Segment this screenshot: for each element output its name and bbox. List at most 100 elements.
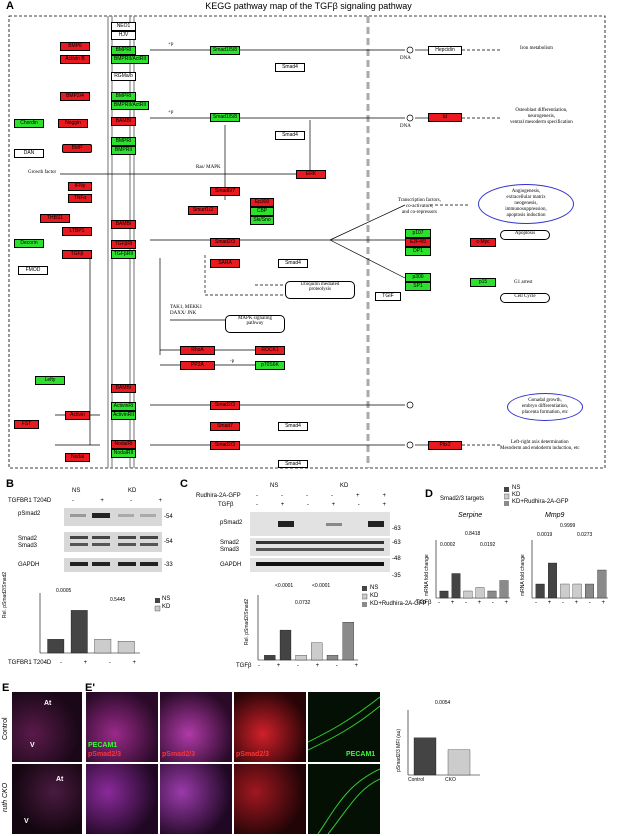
b-group-kd: KD — [128, 488, 137, 494]
d-xsign: + — [477, 600, 482, 606]
node-pitx2: Pitx2 — [428, 441, 462, 450]
c-pvalue: <0.0001 — [275, 583, 294, 589]
node-bmprii-1: BMPRII/ActRII — [111, 55, 149, 64]
node-cmyc: c-Myc — [470, 238, 496, 247]
c-tsign: + — [280, 502, 285, 508]
c-mw: -63 — [392, 540, 401, 546]
node-smad4-2: Smad4 — [275, 131, 305, 140]
node-rock1: ROCK1 — [255, 346, 285, 355]
b-row-smad23: Smad2 Smad3 — [18, 536, 38, 549]
node-nodalri: NodalRI — [111, 440, 136, 449]
node-smad158-1: Smad1/5/8 — [210, 46, 240, 55]
e-prime-merge-control: PECAM1 pSmad2/3 — [86, 692, 158, 762]
d-serpine-bar — [439, 590, 449, 599]
node-bambi-1: BAMBI — [111, 117, 136, 126]
node-neo1: NEO1 — [111, 22, 136, 31]
b-mw: -33 — [164, 562, 173, 568]
e-tag-v: V — [30, 742, 35, 749]
node-p300: p300 — [405, 273, 431, 282]
d-legend-kd: KD — [512, 492, 521, 498]
node-dan: DAN — [14, 149, 44, 158]
e-row-control: Control — [2, 717, 9, 740]
node-smad67: Smad6/7 — [210, 187, 240, 196]
b-sign: - — [130, 498, 133, 504]
d-pvalue: 0.0192 — [480, 542, 496, 548]
b-blot-psmad2 — [64, 508, 162, 526]
label-tak: TAK1, MEKK1 DAXX/ JNK — [170, 305, 203, 316]
node-sara: SARA — [210, 259, 240, 268]
d-pvalue: 0.0273 — [577, 532, 593, 538]
c-chart-xlabel: TGFβ — [236, 663, 252, 669]
c-blot-psmad2 — [250, 512, 390, 536]
e-prime-red-cko — [234, 764, 306, 834]
b-xsign: - — [108, 660, 111, 666]
b-sign: + — [158, 498, 162, 504]
e-green-vessel — [317, 768, 380, 834]
e-prime-green-cko — [308, 764, 380, 834]
c-mw: -63 — [392, 526, 401, 532]
node-rgmab: RGMa/b — [111, 72, 136, 81]
d-xsign: - — [561, 600, 564, 606]
label-gonadal: Gonadal growth, embryo differentiation, … — [507, 393, 583, 421]
node-hjv: HJV — [111, 31, 136, 40]
node-activinri: ActivinRI — [111, 402, 136, 411]
node-smad158-2: Smad1/5/8 — [210, 113, 240, 122]
d-serpine-bar — [499, 580, 509, 599]
c-blot-bands — [256, 521, 384, 566]
node-bmpri-2: BMPRI — [111, 92, 136, 101]
label-plus-p: +p — [168, 110, 174, 115]
d-pvalue: 0.0002 — [440, 542, 456, 548]
label-g1: G1 arrest — [514, 280, 533, 285]
node-smad4-3: Smad4 — [278, 259, 308, 268]
c-row-smad23: Smad2 Smad3 — [220, 540, 240, 553]
c-rsign: - — [305, 493, 308, 499]
b-sign: - — [72, 498, 74, 504]
c-tsign: - — [306, 502, 309, 508]
node-bmprii-2: BMPRII/ActRII — [111, 101, 149, 110]
c-legend-swatch-kd-rudhira — [362, 602, 367, 607]
node-fmod: FMOD — [18, 266, 48, 275]
node-tgfb: TGFβ — [62, 250, 92, 259]
d-serpine-bar — [487, 590, 497, 599]
e-prime-merge-cko — [86, 764, 158, 834]
node-bmp24: BMP2/4 — [60, 92, 90, 101]
c-treatment-rudhira: Rudhira-2A-GFP — [196, 493, 241, 499]
e-channel-psmad: pSmad2/3 — [162, 751, 196, 758]
node-noggin: Noggin — [58, 119, 88, 128]
d-mmp9-bar — [572, 583, 582, 599]
node-thbs1: THBS1 — [40, 214, 70, 223]
c-legend-swatch-ns — [362, 586, 367, 591]
b-bar — [117, 641, 135, 654]
node-ifng: IFNγ — [68, 182, 92, 191]
d-legend-swatch-kd-rudhira — [504, 501, 509, 506]
node-p15: p15 — [470, 278, 496, 287]
node-pp2a: PP2A — [180, 361, 215, 370]
b-chart — [39, 593, 161, 654]
node-bambi-3: BAMBI — [111, 384, 136, 393]
c-treatment-tgfb: TGFβ — [218, 502, 234, 508]
b-legend-swatch-ns — [155, 598, 160, 603]
node-smad4-1: Smad4 — [275, 63, 305, 72]
label-mapk: MAPK signaling pathway — [225, 315, 285, 333]
c-xsign: + — [276, 663, 281, 669]
node-bmpri-1: BMPRI — [111, 46, 136, 55]
d-serpine-bar — [475, 587, 485, 599]
d-mmp9-bar — [548, 562, 557, 599]
c-legend-kd-rudhira: KD+Rudhira-2A-GFP — [370, 601, 427, 607]
b-pvalue: 0.5445 — [110, 597, 126, 603]
d-xsign: - — [438, 600, 440, 606]
node-cbp: CBP — [250, 207, 274, 216]
node-smad23: Smad2/3 — [210, 238, 240, 247]
d-pvalue: 0.8418 — [465, 531, 481, 537]
c-mw: -48 — [392, 556, 401, 562]
node-rhoa: RhoA — [180, 346, 215, 355]
b-row-psmad2: pSmad2 — [18, 511, 41, 517]
b-pvalue: 0.0005 — [56, 588, 72, 594]
c-rsign: - — [330, 493, 333, 499]
node-bmpri-3: BMPRI — [111, 137, 136, 146]
node-fst: FST — [14, 420, 39, 429]
c-tsign: + — [382, 502, 386, 508]
b-xsign: + — [132, 660, 136, 666]
node-ltbp1: LTBP1 — [62, 227, 92, 236]
node-decorin: Decorin — [14, 239, 44, 248]
